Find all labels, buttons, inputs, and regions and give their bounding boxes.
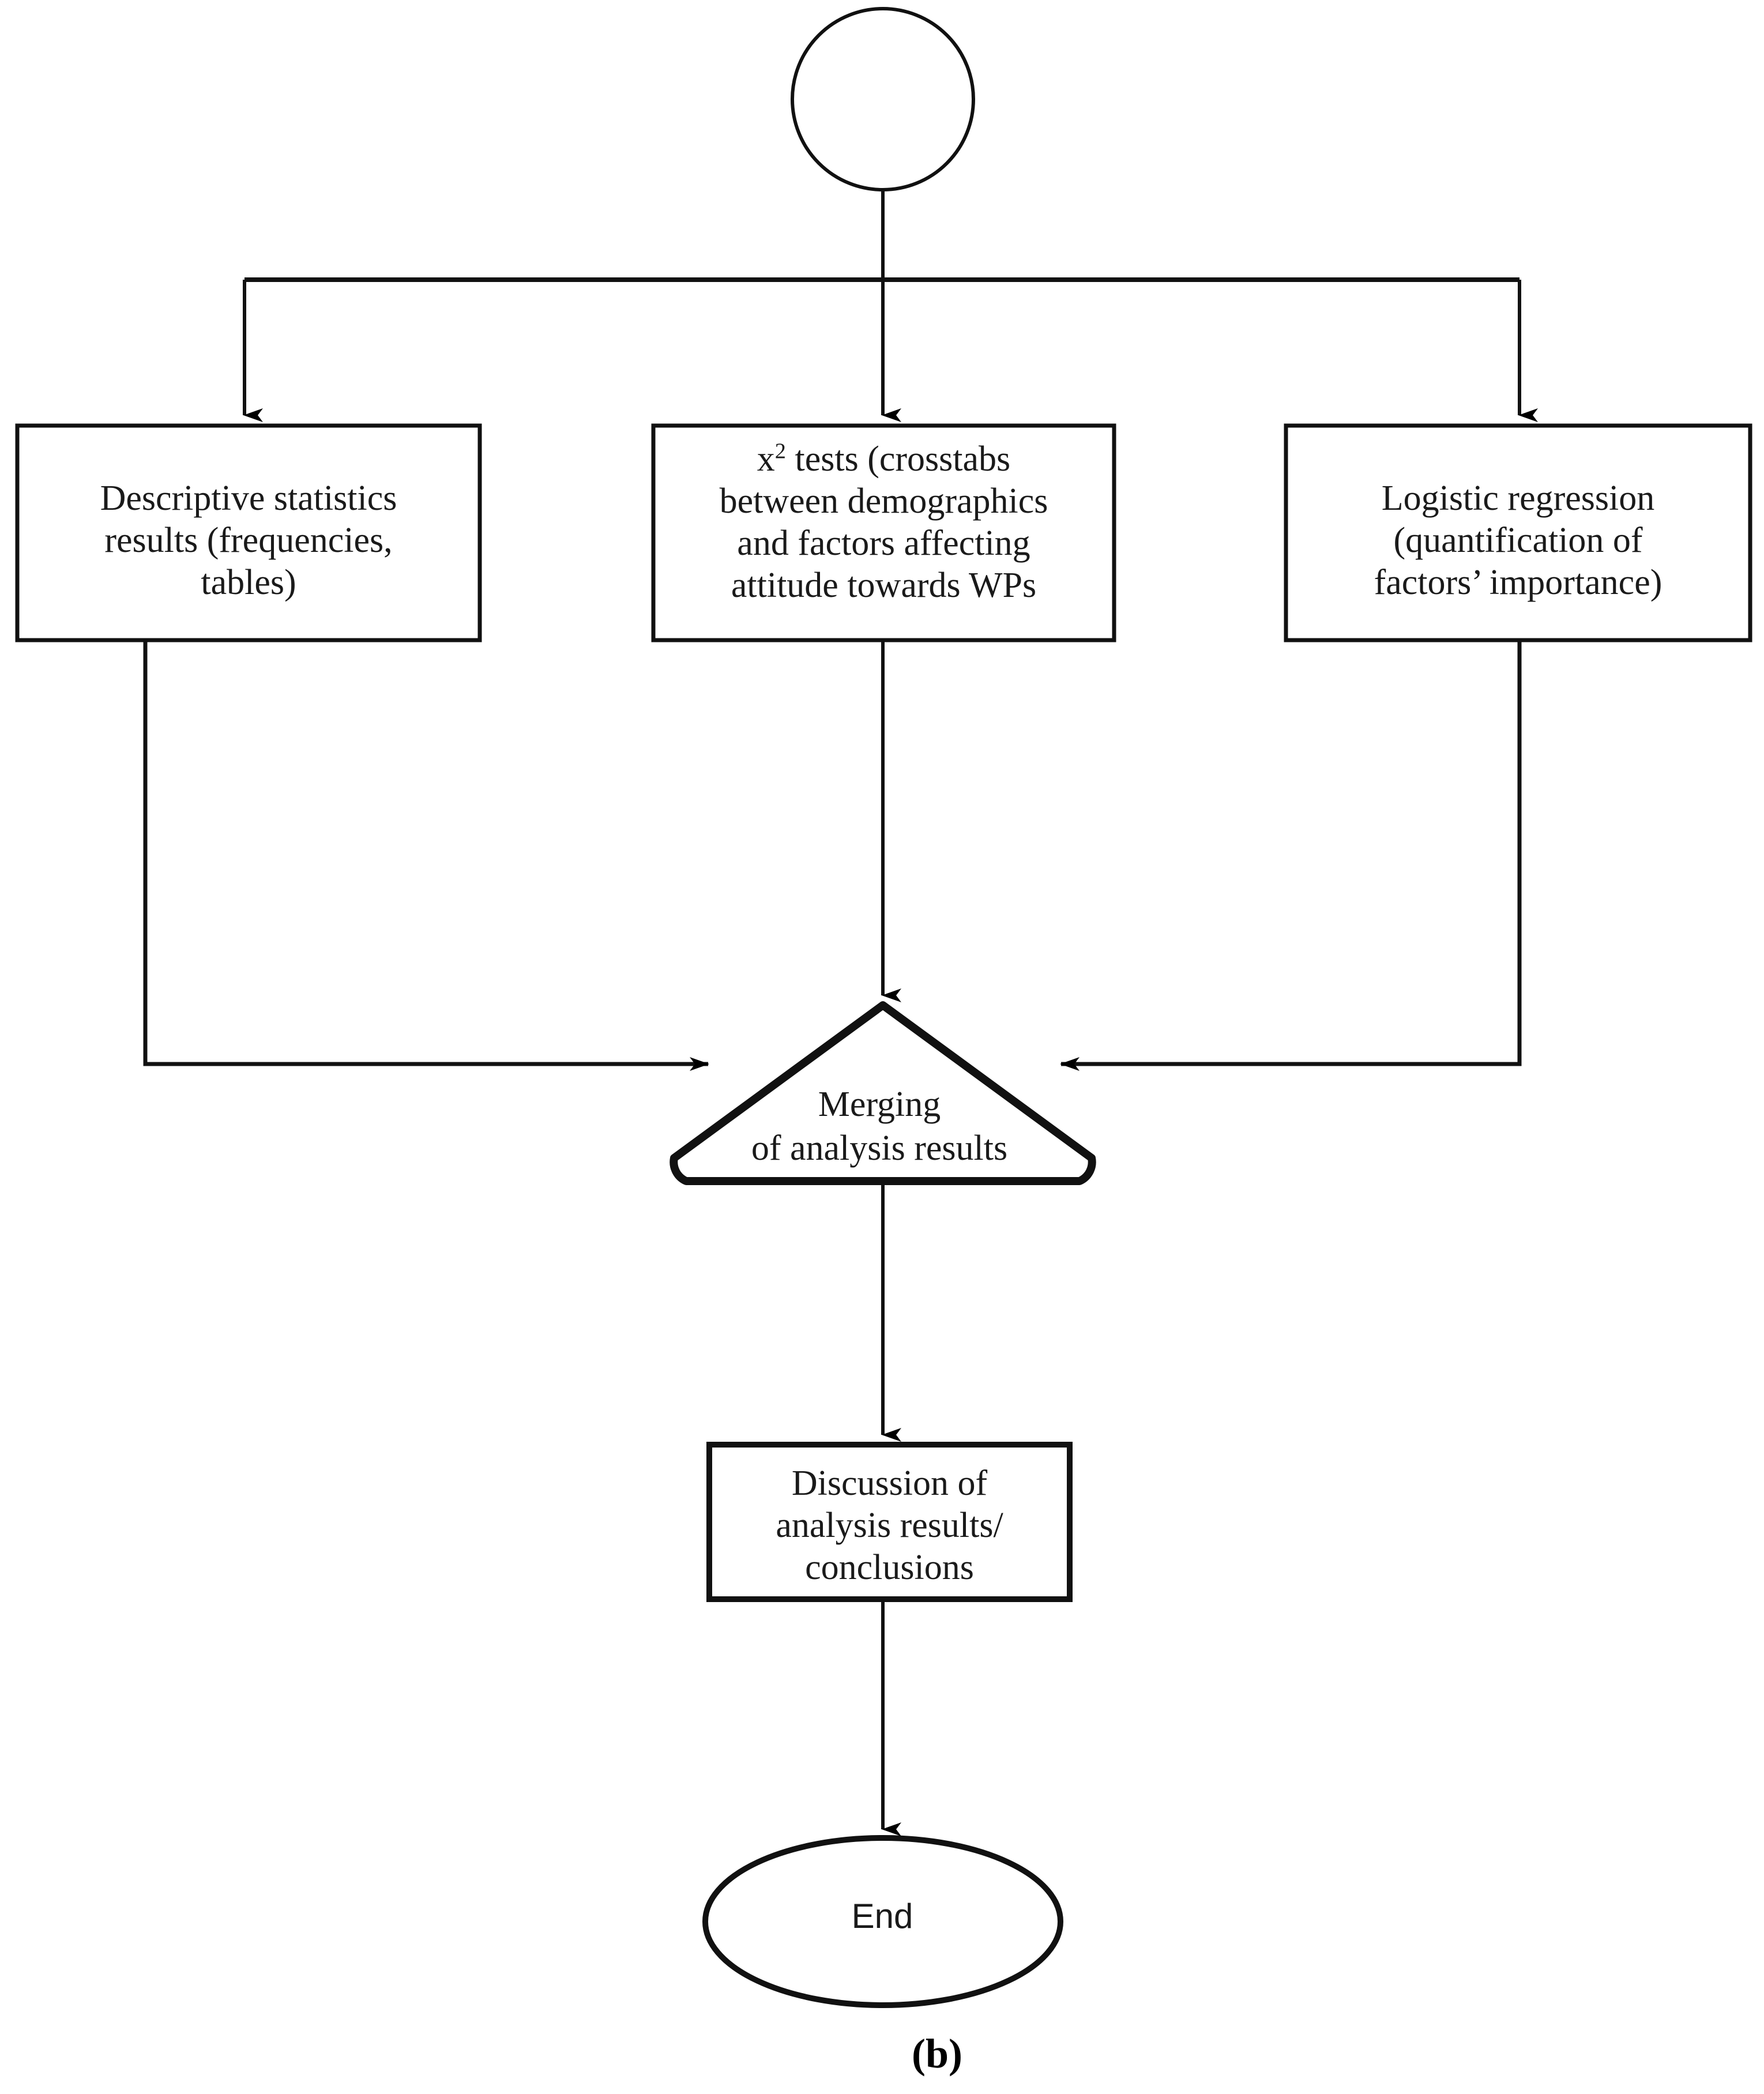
box-chisquare-tests	[651, 423, 1116, 642]
edge-descriptive-to-merging	[143, 640, 709, 1071]
box-descriptive-statistics	[15, 423, 482, 642]
ellipse-end	[702, 1835, 1063, 2008]
figure-caption: (b)	[912, 2031, 962, 2077]
box-discussion	[706, 1442, 1073, 1602]
start-circle	[791, 7, 975, 191]
edge-logistic-to-merging	[1060, 640, 1522, 1071]
triangle-merging	[670, 1001, 1096, 1185]
box-logistic-regression	[1284, 423, 1752, 642]
